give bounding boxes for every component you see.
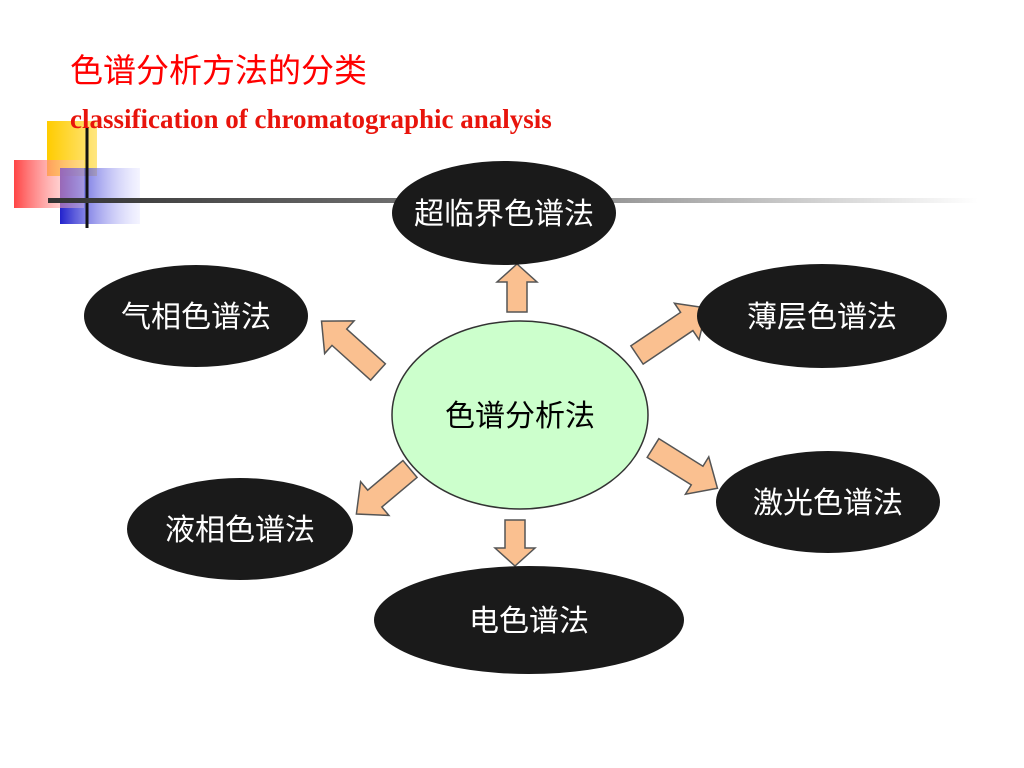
page-title: 色谱分析方法的分类 (70, 51, 367, 90)
arrow-to-laser (646, 437, 719, 496)
node-liquid: 液相色谱法 (127, 478, 353, 580)
node-laser: 激光色谱法 (716, 451, 940, 553)
arrow-to-supercritical (495, 262, 539, 313)
node-gas-label: 气相色谱法 (121, 300, 271, 335)
node-liquid-label: 液相色谱法 (165, 513, 315, 548)
center-node-shape (391, 320, 649, 510)
arrow-to-gas (320, 320, 387, 382)
node-laser-shape (716, 451, 940, 553)
node-electro-label: 电色谱法 (469, 604, 589, 639)
page-subtitle: classification of chromatographic analys… (70, 104, 552, 134)
node-gas-shape (84, 265, 308, 367)
arrow-to-electro (493, 519, 537, 568)
node-gas: 气相色谱法 (84, 265, 308, 367)
node-tlc-label: 薄层色谱法 (747, 300, 897, 335)
node-tlc: 薄层色谱法 (697, 264, 947, 368)
node-laser-label: 激光色谱法 (753, 486, 903, 521)
arrows (320, 262, 719, 568)
center-node-label: 色谱分析法 (445, 399, 595, 434)
node-electro-shape (374, 566, 684, 674)
node-supercritical-shape (392, 161, 616, 265)
node-tlc-shape (697, 264, 947, 368)
node-liquid-shape (127, 478, 353, 580)
node-electro: 电色谱法 (374, 566, 684, 674)
node-supercritical: 超临界色谱法 (392, 161, 616, 265)
node-supercritical-label: 超临界色谱法 (414, 197, 594, 232)
arrow-to-liquid (355, 459, 419, 517)
center-node: 色谱分析法 (391, 320, 649, 510)
